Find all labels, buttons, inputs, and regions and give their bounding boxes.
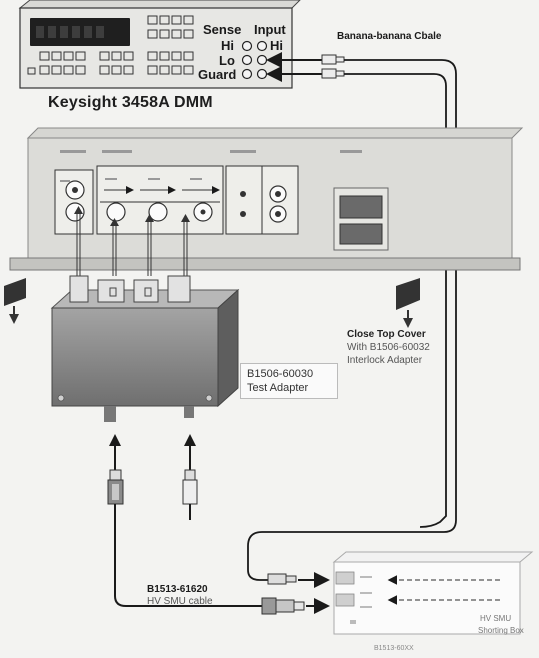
test-adapter-label: B1506-60030 Test Adapter <box>240 363 338 399</box>
test-adapter-box <box>50 275 240 422</box>
dmm-terminals <box>241 40 268 80</box>
lo-label: Lo <box>219 53 235 68</box>
close-cover-note: Close Top Cover <box>347 329 426 340</box>
dmm-keypad <box>27 15 194 75</box>
banana-cable-arrows <box>266 52 322 82</box>
shorting-box-part: B1513-60XX <box>374 645 414 652</box>
banana-cable-wires <box>247 59 457 581</box>
shorting-box-label-1: HV SMU <box>480 614 512 623</box>
dmm-model-label: Keysight 3458A DMM <box>48 94 213 111</box>
smu-cable-part-label: B1513-61620 <box>147 584 208 595</box>
input-label: Input <box>254 22 286 37</box>
hi-input-label: Hi <box>270 38 283 53</box>
shorting-box-label-2: Shorting Box <box>478 626 524 635</box>
dmm-instrument <box>18 0 301 89</box>
banana-cable-label: Banana-banana Cbale <box>337 31 442 42</box>
bnc-connector-icon <box>107 469 198 505</box>
guard-label: Guard <box>198 67 237 82</box>
sense-label: Sense <box>203 22 242 37</box>
arrow-up-icon <box>109 434 196 446</box>
shorting-box <box>332 551 534 635</box>
interlock-note: Interlock Adapter <box>347 355 423 366</box>
tester-front-panel <box>9 127 524 271</box>
smu-cable-desc-label: HV SMU cable <box>147 596 213 607</box>
hi-sense-label: Hi <box>221 38 234 53</box>
test-adapter-name: Test Adapter <box>247 382 309 394</box>
panel-to-adapter-lines <box>76 212 188 276</box>
with-adapter-note: With B1506-60032 <box>347 342 430 353</box>
test-adapter-part: B1506-60030 <box>247 368 314 380</box>
banana-plug-icon <box>321 54 345 79</box>
arrow-down-icon <box>4 278 420 328</box>
